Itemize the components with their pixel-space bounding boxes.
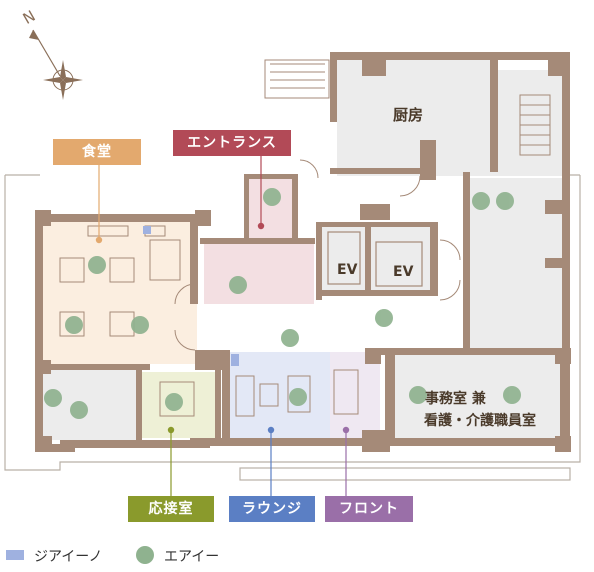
entrance-area bbox=[247, 178, 295, 242]
office-label-line2: 看護・介護職員室 bbox=[424, 413, 536, 429]
callout-entrance: エントランス bbox=[173, 130, 291, 156]
stair-area bbox=[497, 70, 562, 176]
front-area bbox=[330, 352, 380, 442]
ionizer-unit bbox=[231, 354, 239, 366]
legend-ionizer-swatch bbox=[6, 550, 24, 560]
kitchen-area bbox=[337, 58, 497, 176]
office-label-line1: 事務室 兼 bbox=[425, 391, 486, 407]
kitchen-label: 厨房 bbox=[393, 106, 424, 124]
compass-north-label: N bbox=[20, 7, 39, 28]
dining-tables bbox=[59, 225, 181, 337]
leader-lines bbox=[95, 153, 350, 496]
legend-ionizer-label: ジアイーノ bbox=[34, 549, 103, 565]
ev-area bbox=[318, 224, 436, 296]
callout-reception: 応接室 bbox=[128, 496, 214, 522]
ev1-label: EV bbox=[337, 262, 358, 278]
legend-aircon-label: エアイー bbox=[164, 549, 220, 565]
legend-aircon-swatch bbox=[136, 546, 154, 564]
elevator-cabs bbox=[327, 231, 423, 287]
ev2-label: EV bbox=[393, 264, 414, 280]
callout-lounge: ラウンジ bbox=[229, 496, 315, 522]
lounge-furniture bbox=[159, 369, 359, 417]
doors bbox=[174, 159, 461, 351]
walls bbox=[35, 52, 571, 452]
aircon-markers bbox=[44, 188, 521, 419]
compass-icon bbox=[29, 29, 83, 100]
entrance-hall-area bbox=[204, 244, 314, 304]
ionizer-unit bbox=[143, 226, 151, 234]
dining-room-area bbox=[42, 222, 197, 364]
callout-dining: 食堂 bbox=[53, 139, 141, 165]
lounge-area bbox=[230, 352, 330, 442]
stairs bbox=[264, 59, 551, 156]
callout-front: フロント bbox=[325, 496, 413, 522]
